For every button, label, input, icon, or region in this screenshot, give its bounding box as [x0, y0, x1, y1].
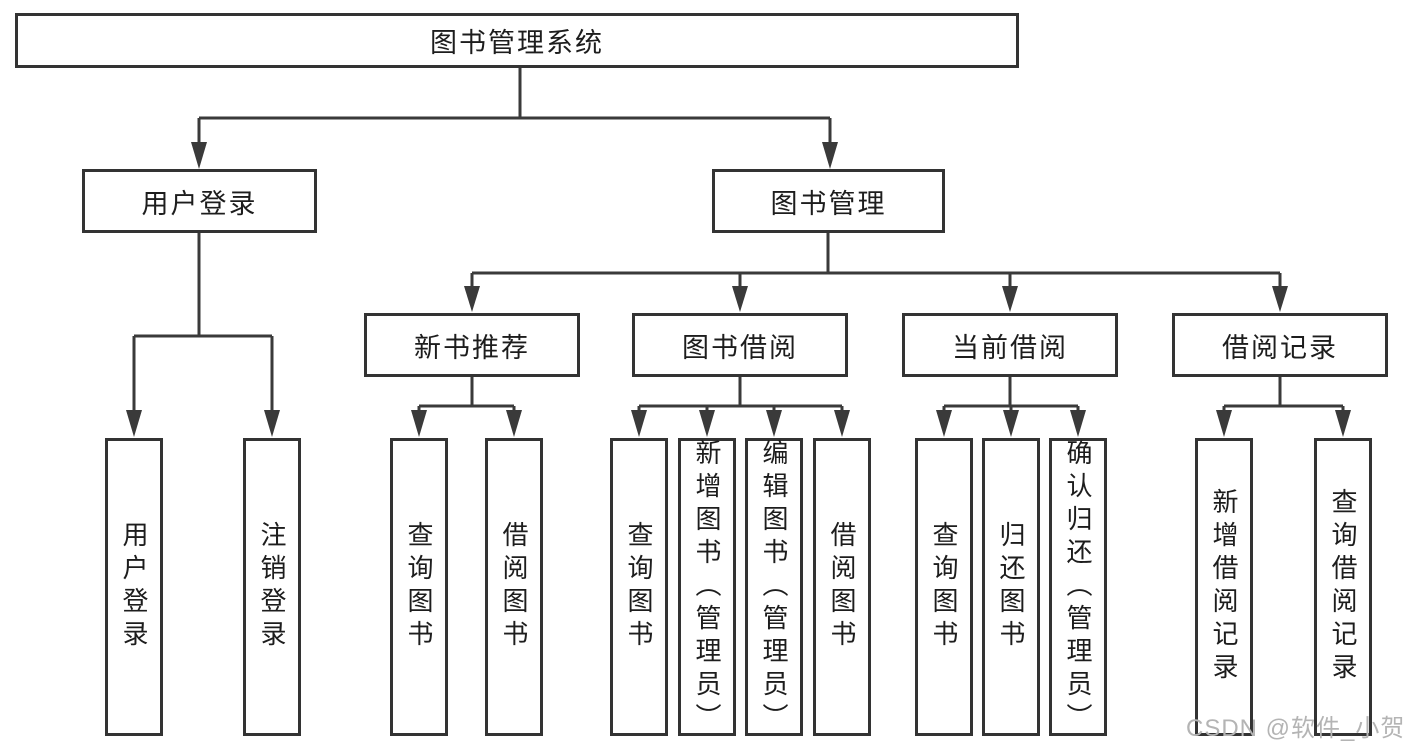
leaf-query-books-current: 查询图书 — [915, 438, 973, 736]
leaf-query-borrow-record-label: 查询借阅记录 — [1328, 488, 1358, 686]
node-library-management-system: 图书管理系统 — [15, 13, 1019, 68]
leaf-borrow-books-label: 借阅图书 — [827, 521, 857, 653]
node-user-login: 用户登录 — [82, 169, 317, 233]
leaf-edit-book-admin: 编辑图书（管理员） — [745, 438, 803, 736]
node-current-borrowing: 当前借阅 — [902, 313, 1118, 377]
leaf-return-books: 归还图书 — [982, 438, 1040, 736]
leaf-add-borrow-record: 新增借阅记录 — [1195, 438, 1253, 736]
leaf-add-book-admin: 新增图书（管理员） — [678, 438, 736, 736]
leaf-user-login-label: 用户登录 — [119, 521, 149, 653]
leaf-logout: 注销登录 — [243, 438, 301, 736]
node-book-borrowing: 图书借阅 — [632, 313, 848, 377]
csdn-watermark: CSDN @软件_小贺同学 — [1186, 715, 1405, 742]
leaf-logout-label: 注销登录 — [257, 521, 287, 653]
leaf-query-books-borrowing-label: 查询图书 — [624, 521, 654, 653]
leaf-query-books-recommend: 查询图书 — [390, 438, 448, 736]
node-borrowing-records: 借阅记录 — [1172, 313, 1388, 377]
leaf-add-book-admin-label: 新增图书（管理员） — [692, 438, 722, 736]
leaf-return-books-label: 归还图书 — [996, 521, 1026, 653]
leaf-borrow-books: 借阅图书 — [813, 438, 871, 736]
leaf-borrow-books-recommend-label: 借阅图书 — [499, 521, 529, 653]
node-new-book-recommendation: 新书推荐 — [364, 313, 580, 377]
leaf-confirm-return-admin-label: 确认归还（管理员） — [1063, 438, 1093, 736]
leaf-user-login: 用户登录 — [105, 438, 163, 736]
leaf-confirm-return-admin: 确认归还（管理员） — [1049, 438, 1107, 736]
leaf-borrow-books-recommend: 借阅图书 — [485, 438, 543, 736]
leaf-query-borrow-record: 查询借阅记录 — [1314, 438, 1372, 736]
leaf-query-books-borrowing: 查询图书 — [610, 438, 668, 736]
leaf-edit-book-admin-label: 编辑图书（管理员） — [759, 438, 789, 736]
leaf-query-books-current-label: 查询图书 — [929, 521, 959, 653]
leaf-query-books-recommend-label: 查询图书 — [404, 521, 434, 653]
arrowheads — [126, 142, 1351, 437]
leaf-add-borrow-record-label: 新增借阅记录 — [1209, 488, 1239, 686]
node-book-management: 图书管理 — [712, 169, 945, 233]
